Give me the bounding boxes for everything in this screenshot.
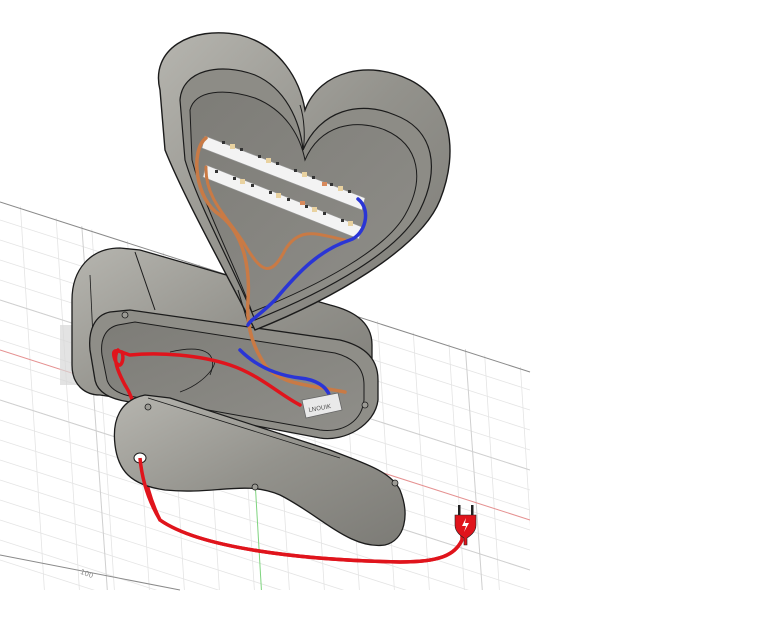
wire-positive-1	[195, 136, 347, 394]
screw-3	[391, 479, 399, 487]
screw-1	[144, 403, 152, 411]
screw-2	[251, 483, 259, 491]
driver-label: LNOUIK	[308, 403, 333, 414]
wire-negative	[238, 197, 368, 402]
bolt-icon	[462, 518, 469, 532]
y-axis-line	[254, 479, 263, 590]
power-plug-icon[interactable]	[454, 505, 477, 546]
led-driver[interactable]: LNOUIK	[301, 392, 343, 419]
led-strip-2[interactable]	[202, 164, 363, 240]
base-cover[interactable]	[113, 394, 464, 564]
grid-edge-bottom	[0, 554, 181, 591]
power-cable	[138, 457, 464, 564]
wire-positive-2	[204, 165, 347, 270]
